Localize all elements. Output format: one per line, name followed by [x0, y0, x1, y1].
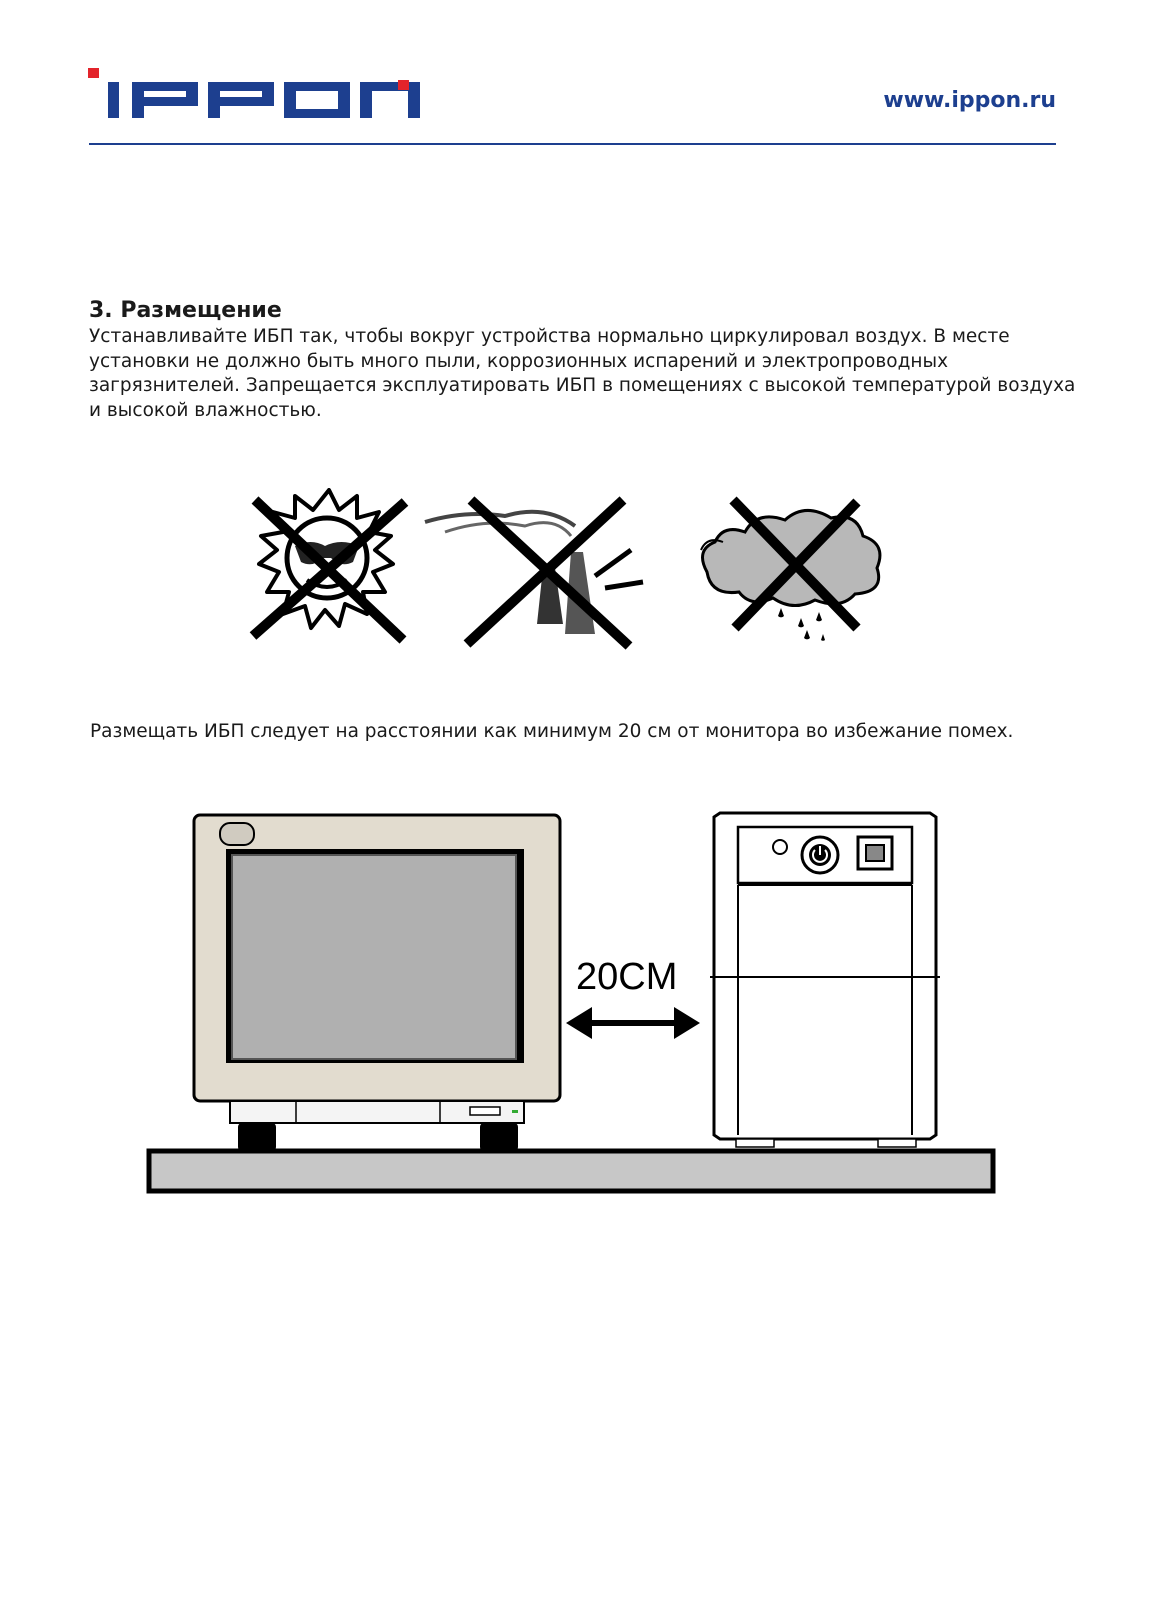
- distance-note: Размещать ИБП следует на расстоянии как …: [90, 721, 1014, 742]
- distance-label: 20CM: [576, 956, 677, 998]
- shelf-icon: [146, 1148, 996, 1194]
- crossed-out-sun-icon: [249, 488, 409, 644]
- ups-unit-icon: [710, 811, 940, 1148]
- website-url[interactable]: www.ippon.ru: [883, 88, 1056, 113]
- placement-paragraph: Устанавливайте ИБП так, чтобы вокруг уст…: [89, 326, 1076, 421]
- section-title: 3. Размещение: [89, 298, 282, 323]
- crossed-out-rain-cloud-icon: [700, 496, 882, 641]
- prohibition-pictograms: [249, 488, 882, 650]
- header-divider: [89, 143, 1056, 145]
- crt-monitor-icon: [192, 813, 562, 1151]
- placement-diagram: 20CM: [146, 811, 996, 1194]
- double-arrow-icon: [566, 1007, 700, 1039]
- crossed-out-smokestack-icon: [424, 496, 644, 650]
- ippon-logo: [88, 68, 420, 118]
